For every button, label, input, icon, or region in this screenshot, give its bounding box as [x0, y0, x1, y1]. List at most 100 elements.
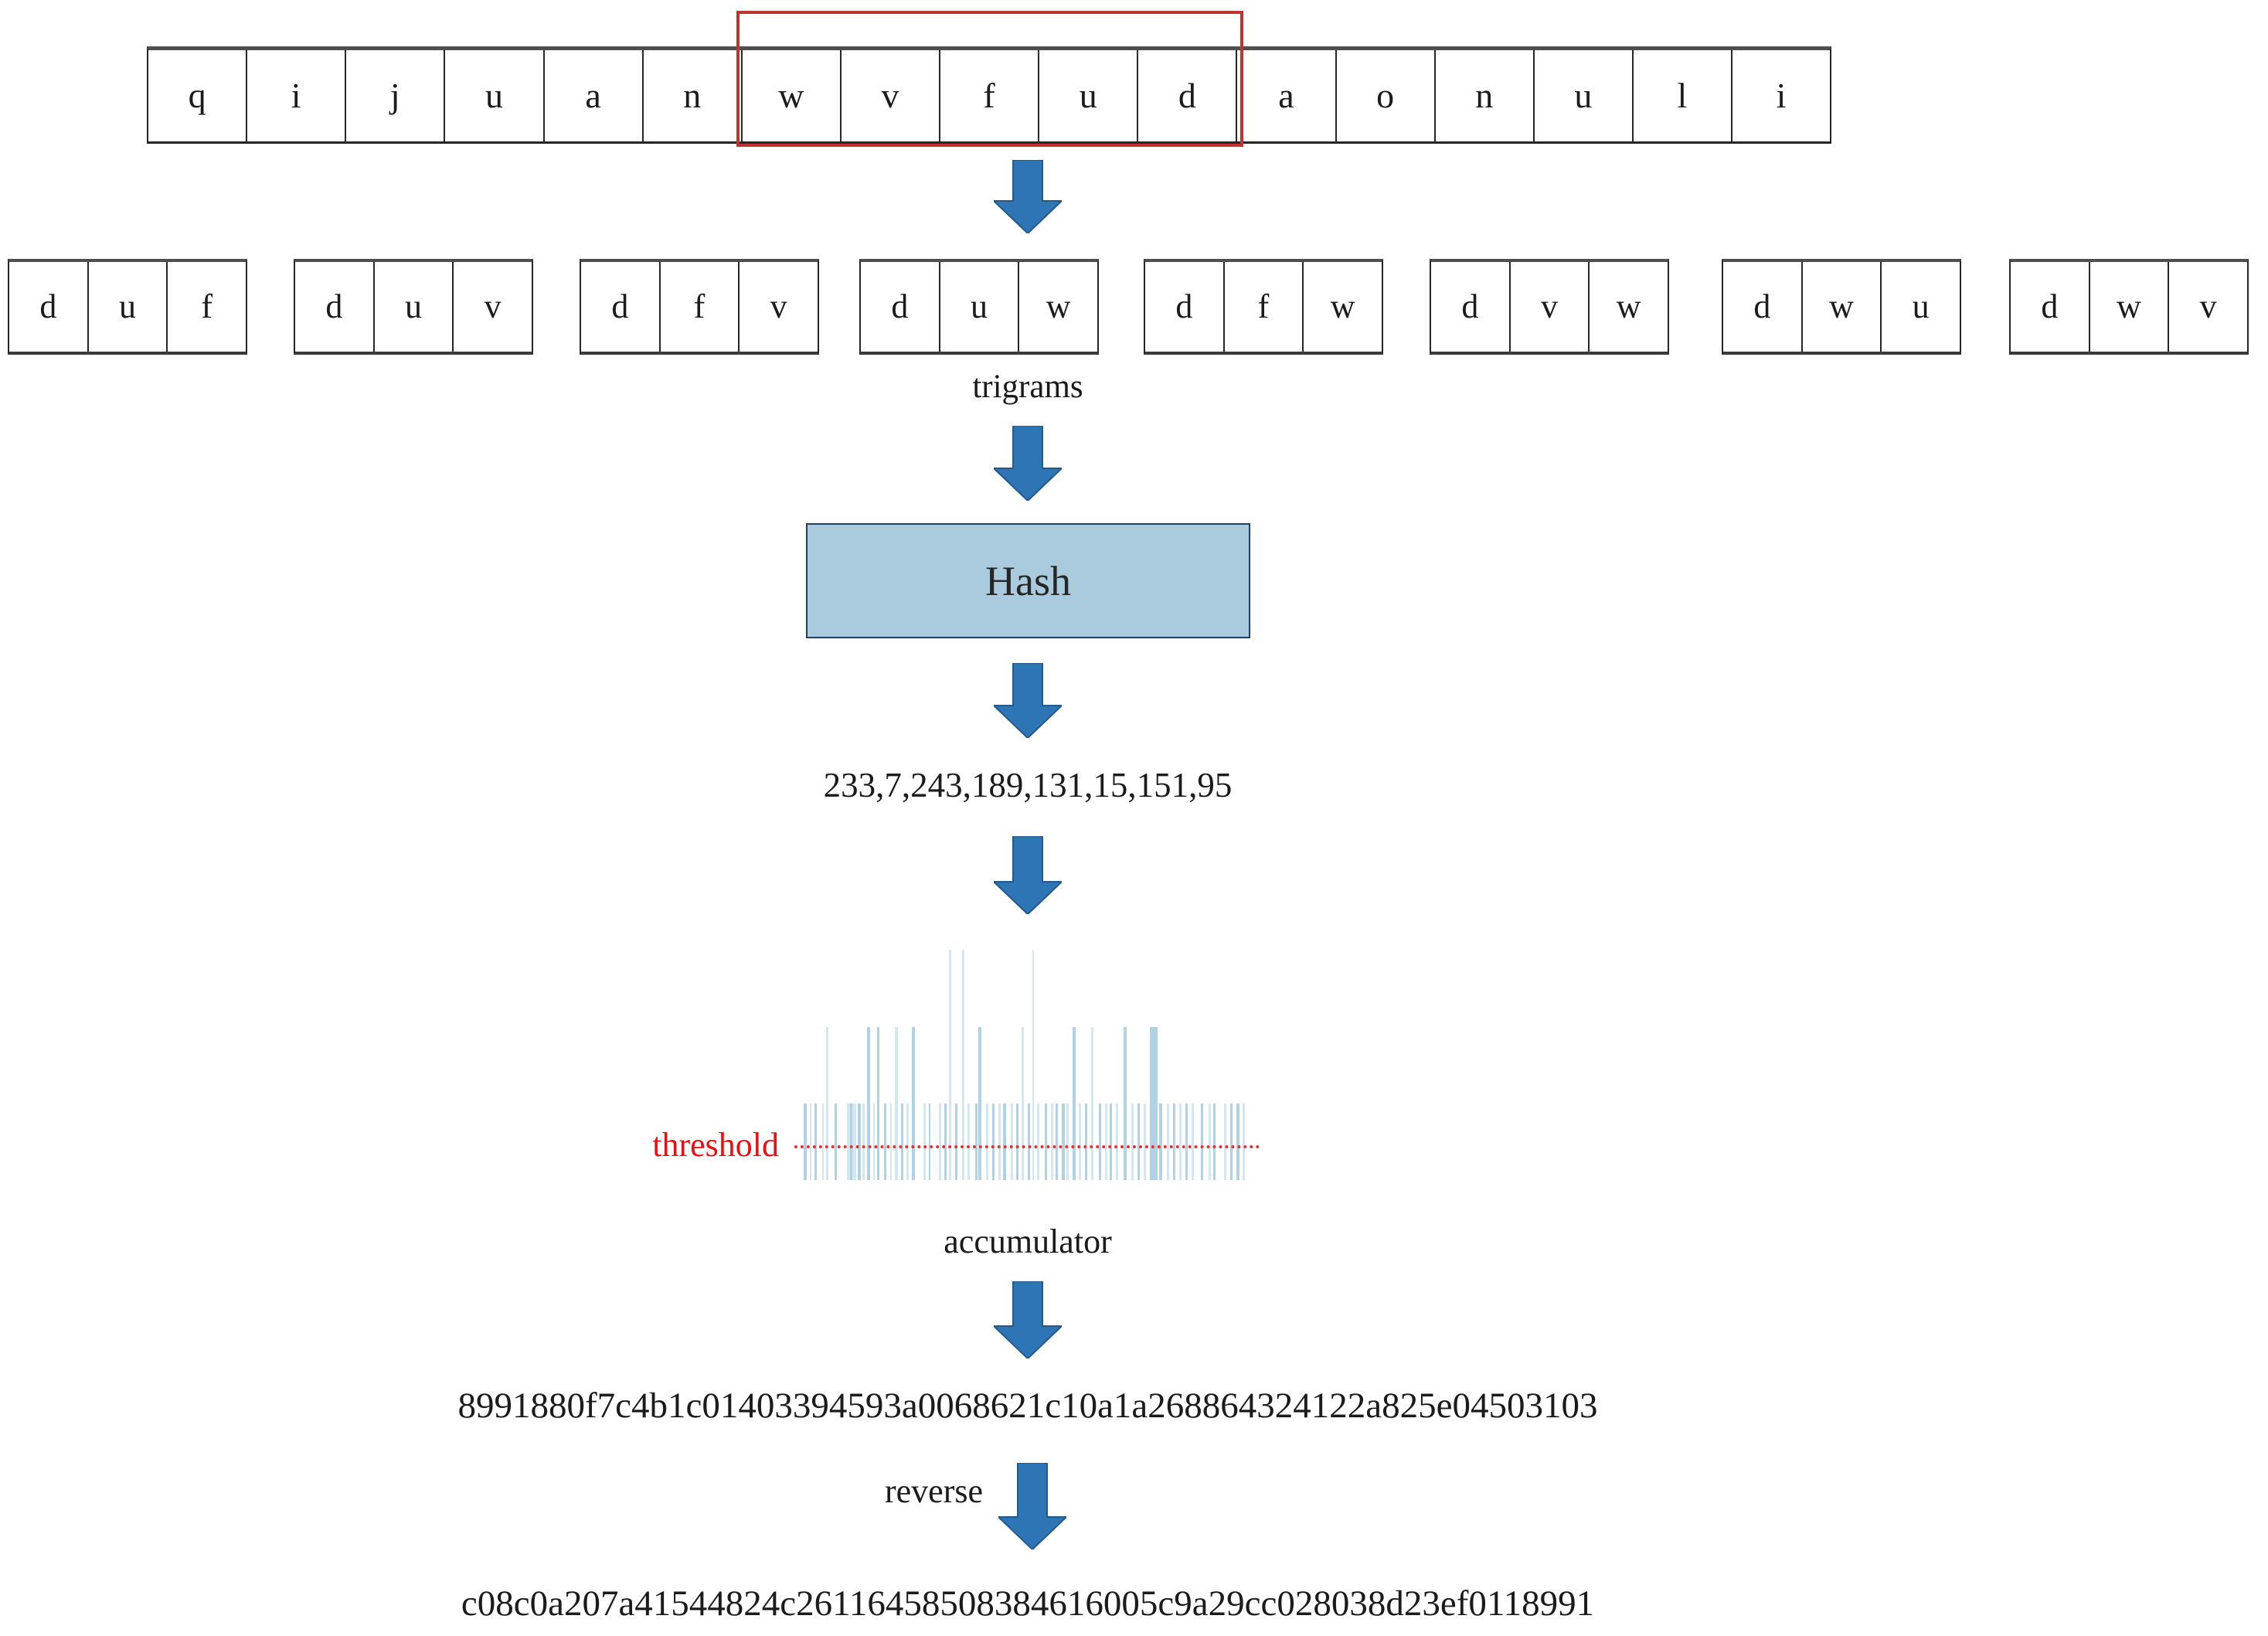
letter-cell: o [1335, 50, 1434, 141]
accumulator-bar [1150, 1027, 1158, 1180]
accumulator-bar [1236, 1104, 1239, 1180]
trigrams-label: trigrams [972, 369, 1083, 405]
trigram-cell: w [1018, 262, 1097, 352]
accumulator-bar [1091, 1027, 1093, 1180]
trigram-cell: d [611, 287, 629, 325]
accumulator-bar [1179, 1104, 1182, 1180]
trigram-cell: d [1753, 287, 1771, 325]
trigram-cell: f [658, 262, 739, 352]
reverse-label: reverse [884, 1472, 983, 1510]
trigram-cell: u [1880, 262, 1960, 352]
letter-cell: v [839, 50, 939, 141]
accumulator-bar [1230, 1104, 1233, 1180]
letter-cell: l [1631, 50, 1731, 141]
accumulator-bar [850, 1104, 852, 1180]
trigram-cell: d [1175, 287, 1193, 325]
accumulator-bar [1213, 1104, 1216, 1180]
accumulator-bar [1167, 1104, 1169, 1180]
accumulator-bar [906, 1104, 909, 1180]
accumulator-bar [877, 1027, 879, 1180]
accumulator-bar [986, 1104, 988, 1180]
accumulator-bar [835, 1104, 837, 1180]
accumulator-bar [1137, 1104, 1140, 1180]
accumulator-bar [967, 1104, 970, 1180]
accumulator-bar [1032, 950, 1034, 1180]
trigram-cell: u [938, 262, 1018, 352]
down-arrow-icon [994, 1281, 1062, 1359]
accumulator-bar [814, 1104, 817, 1180]
accumulator-bar [975, 1104, 978, 1180]
trigram-cell: f [166, 262, 246, 352]
accumulator-bar [992, 1104, 995, 1180]
letter-cell: a [1236, 50, 1335, 141]
trigram-cell: v [738, 262, 818, 352]
trigram-cell: v [2168, 262, 2247, 352]
accumulator-bar [1173, 1104, 1175, 1180]
digest-text: 8991880f7c4b1c01403394593a0068621c10a1a2… [457, 1386, 1598, 1426]
accumulator-bar [1056, 1104, 1058, 1180]
letter-cell: n [641, 50, 741, 141]
accumulator-bar [810, 1104, 811, 1180]
trigram-cell: d [2041, 287, 2059, 325]
accumulator-bar [1243, 1104, 1245, 1180]
hash-box-label: Hash [985, 557, 1071, 604]
letter-cell: q [188, 76, 206, 115]
letter-cell: n [1433, 50, 1533, 141]
accumulator-bars-chart [804, 947, 1248, 1180]
accumulator-bar [890, 1104, 892, 1180]
accumulator-bar [1066, 1104, 1069, 1180]
accumulator-bar [1131, 1104, 1134, 1180]
accumulator-bar [998, 1104, 1001, 1180]
trigram-cell: v [452, 262, 532, 352]
accumulator-bar [1085, 1104, 1087, 1180]
trigram-cell: u [372, 262, 453, 352]
letter-cell: u [1038, 50, 1137, 141]
accumulator-bar [873, 1104, 875, 1180]
accumulator-bar [1185, 1104, 1188, 1180]
accumulator-bar [923, 1104, 926, 1180]
accumulator-bar [962, 950, 964, 1180]
trigram-cell: v [1508, 262, 1589, 352]
accumulator-bar [1144, 1104, 1146, 1180]
accumulator-bar [895, 1027, 898, 1180]
accumulator-bar [1116, 1104, 1118, 1180]
accumulator-bar [804, 1104, 807, 1180]
accumulator-bar [1016, 1104, 1018, 1180]
letter-cell: u [1532, 50, 1632, 141]
accumulator-bar [1201, 1104, 1203, 1180]
down-arrow-icon [998, 1463, 1066, 1549]
accumulator-bar [901, 1104, 903, 1180]
trigram-cell: w [2088, 262, 2168, 352]
hash-process-box: Hash [806, 523, 1250, 638]
accumulator-bar [1209, 1104, 1211, 1180]
trigram-cell: u [87, 262, 167, 352]
accumulator-bar [1051, 1104, 1053, 1180]
letter-cell: i [1731, 50, 1830, 141]
accumulator-bar [1192, 1104, 1194, 1180]
accumulator-bar [1073, 1027, 1076, 1180]
threshold-label: threshold [652, 1126, 779, 1164]
accumulator-bar [822, 1104, 824, 1180]
accumulator-bar [1099, 1104, 1101, 1180]
letter-cell: d [1137, 50, 1236, 141]
accumulator-bar [826, 1027, 828, 1180]
trigram-cell: d [325, 287, 343, 325]
letter-cell: w [740, 50, 840, 141]
accumulator-bar [884, 1104, 886, 1180]
accumulator-bar [1037, 1104, 1039, 1180]
accumulator-bar [949, 950, 951, 1180]
accumulator-bar [978, 1027, 981, 1180]
trigram-cell: w [1588, 262, 1668, 352]
accumulator-bar [867, 1027, 870, 1180]
down-arrow-icon [994, 426, 1062, 501]
accumulator-bar [1062, 1104, 1065, 1180]
letter-cell: i [246, 50, 345, 141]
letter-cell: u [444, 50, 542, 141]
accumulator-bar [1124, 1027, 1127, 1180]
